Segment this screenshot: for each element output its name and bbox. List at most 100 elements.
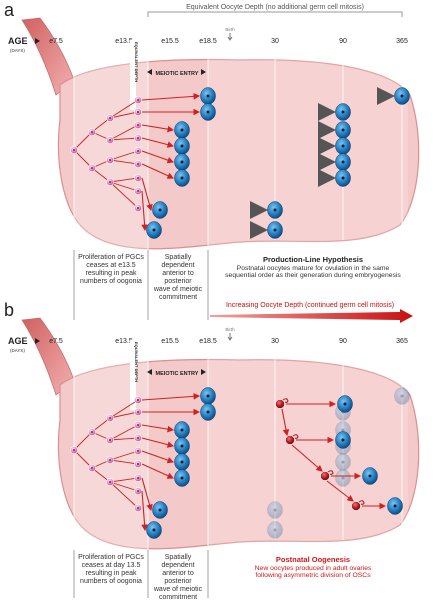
oocyte-nucleus (158, 208, 162, 212)
osc-cell (351, 501, 361, 511)
oocyte (335, 469, 351, 487)
increasing-depth-arrow (210, 309, 413, 323)
pgc-nucleus (109, 417, 111, 419)
tick-label: e7.5 (49, 38, 63, 45)
tick-label: e15.5 (161, 338, 179, 345)
caption-title: Production-Line Hypothesis (262, 255, 363, 264)
pgc-nucleus (137, 190, 139, 192)
oocyte-nucleus (273, 508, 277, 512)
panel-b: b Increasing Oocyte Depth (continued ger… (4, 300, 420, 598)
pgc-nucleus (91, 167, 93, 169)
differentiation-arrow (141, 124, 175, 133)
caption-meiosis-a: Spatially dependent anterior to posterio… (148, 254, 208, 302)
oocyte-nucleus (206, 110, 210, 114)
osc-division-icon (327, 470, 334, 475)
oocyte-nucleus (343, 402, 347, 406)
pgc-nucleus (109, 159, 111, 161)
lineage-line (109, 477, 139, 483)
pgc-nucleus (137, 411, 139, 413)
tick-label: e18.5 (199, 38, 217, 45)
tick-label: e13.5 (115, 38, 133, 45)
oocyte-nucleus (341, 476, 345, 480)
caption-line: numbers of oogonia (80, 578, 142, 586)
birth-arrow-icon (227, 33, 233, 41)
pgc-nucleus (137, 163, 139, 165)
oocyte-nucleus (180, 460, 184, 464)
oocyte-nucleus (180, 176, 184, 180)
birth-label: Birth (225, 327, 235, 332)
caption-line: Proliferation of PGCs (78, 254, 144, 261)
tick-label: 30 (271, 338, 279, 345)
pgc-nucleus (109, 439, 111, 441)
oocyte-nucleus (341, 160, 345, 164)
pgc-nucleus (137, 437, 139, 439)
column-shade (208, 355, 408, 550)
panel-b-letter: b (4, 300, 14, 320)
panel-a: a Equivalent Oocyte Depth (no additional… (4, 0, 420, 320)
pgc-nucleus (137, 124, 139, 126)
differentiation-arrow (291, 444, 323, 472)
meiotic-entry-label: MEIOTIC ENTRY (156, 71, 199, 77)
osc-cell (285, 435, 295, 445)
lineage-line (109, 181, 139, 192)
caption-line: Postnatal oocytes mature for ovulation i… (236, 264, 390, 272)
lineage-line (109, 424, 139, 441)
caption-line: ceases at day 13.5 (81, 562, 141, 570)
caption-line: Spatially dependent (161, 554, 195, 570)
oocyte-nucleus (341, 460, 345, 464)
column-shade (208, 55, 408, 250)
age-label: AGE (8, 36, 28, 46)
pgc-nucleus (109, 181, 111, 183)
differentiation-arrow (141, 190, 148, 232)
panel-b-header: Increasing Oocyte Depth (continued germ … (226, 302, 394, 309)
oocyte-nucleus (273, 528, 277, 532)
age-arrow-icon (35, 38, 40, 44)
tick-label: 90 (339, 338, 347, 345)
caption-line: sequential order as their generation dur… (225, 272, 401, 280)
lineage-line (109, 99, 139, 119)
osc-division-icon (358, 500, 365, 505)
header-bracket (147, 11, 403, 17)
oocyte-nucleus (180, 444, 184, 448)
age-arrow-icon (35, 338, 40, 344)
lineage-line (109, 159, 139, 165)
lineage-line (109, 124, 139, 141)
differentiation-arrow (141, 93, 201, 101)
differentiation-arrow (141, 463, 175, 479)
pgc-nucleus (137, 111, 139, 113)
oocyte-nucleus (180, 144, 184, 148)
meiotic-entry-label: MEIOTIC ENTRY (156, 371, 199, 377)
osc-cell (320, 471, 330, 481)
lineage-line (109, 481, 139, 509)
equivalent-depth-bar (130, 340, 136, 410)
osc-cell (275, 399, 285, 409)
pgc-nucleus (137, 399, 139, 401)
caption-line: Spatially dependent (161, 254, 195, 270)
lineage-line (109, 459, 139, 465)
oocyte-nucleus (341, 110, 345, 114)
oocyte (267, 521, 283, 539)
pgc-nucleus (137, 450, 139, 452)
oocyte-nucleus (400, 94, 404, 98)
age-unit: (DAYS) (10, 48, 25, 53)
pgc-nucleus (137, 207, 139, 209)
pgc-nucleus (137, 424, 139, 426)
birth-arrow-icon (227, 333, 233, 341)
lineage-line (109, 450, 139, 461)
pgc-nucleus (137, 463, 139, 465)
differentiation-arrow (141, 177, 153, 212)
cells-b (70, 387, 410, 539)
tick-label: 365 (396, 38, 408, 45)
differentiation-arrow (141, 163, 175, 179)
differentiation-arrow (141, 450, 175, 464)
caption-meiosis-b: Spatially dependent anterior to posterio… (148, 554, 208, 602)
pgc-nucleus (109, 459, 111, 461)
lineage-line (109, 399, 139, 419)
equivalent-depth-label: EQUIVALENT DEPTH (134, 42, 139, 82)
caption-line: commitment (158, 594, 198, 602)
oocyte (267, 501, 283, 519)
oocyte-nucleus (206, 94, 210, 98)
